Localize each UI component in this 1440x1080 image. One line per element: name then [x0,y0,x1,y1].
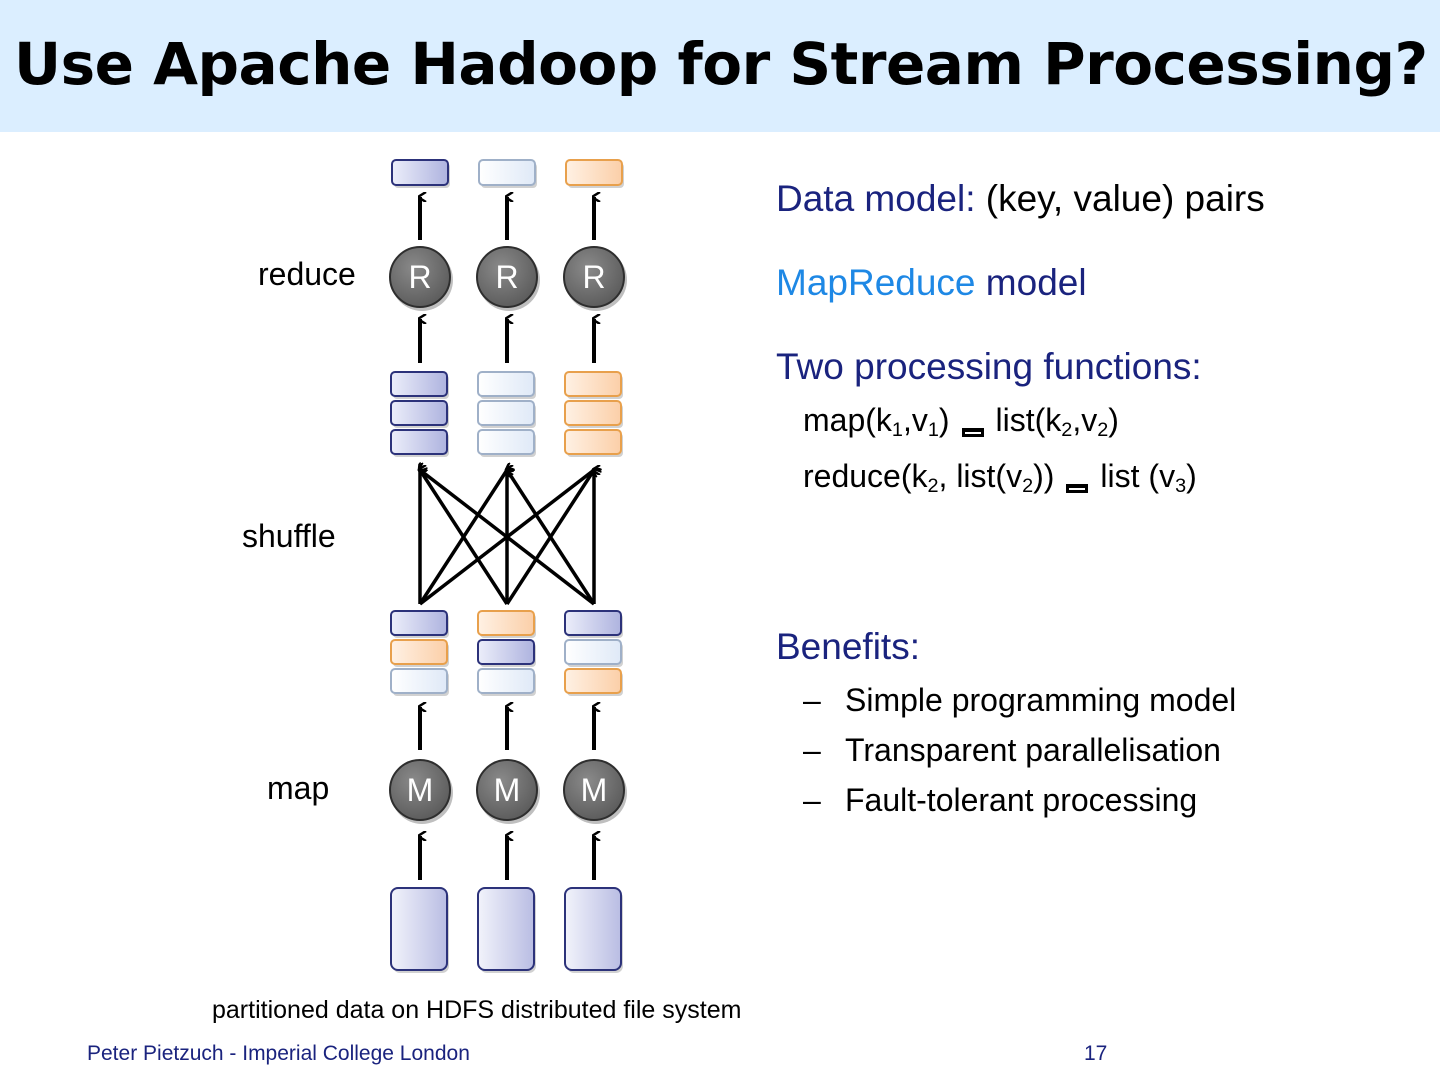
reduce-fn-output: list (v [1100,458,1176,494]
map-output-record [564,610,622,636]
hdfs-caption: partitioned data on HDFS distributed fil… [212,996,742,1024]
reduce-fn-part: )) [1033,458,1055,494]
map-output-record [390,668,448,694]
reducer-node [563,246,625,308]
map-output-record [477,668,535,694]
reducer-node [476,246,538,308]
maps-to-icon [961,428,984,437]
map-function: map(k1,v1)list(k2,v2) [803,402,1119,442]
map-fn-name: map(k [803,402,892,438]
reduce-fn-part: , list(v [938,458,1023,494]
reduce-input-record [477,429,535,455]
reduce-input-record [477,371,535,397]
mapper-node-label: M [581,772,608,808]
reduce-function: reduce(k2, list(v2))list (v3) [803,458,1197,498]
maps-to-icon [1066,484,1089,493]
bullet-dash: – [803,682,821,718]
reducer-node-label: R [582,259,605,295]
map-fn-output: list(k [995,402,1062,438]
mapreduce-rest: model [985,262,1087,303]
shuffle-edge [420,470,596,606]
map-fn-sub: 2 [1061,418,1073,441]
mapper-node-label: M [494,772,521,808]
benefits-heading: Benefits: [776,626,920,667]
reducer-node-label: R [495,259,518,295]
data-model-line: Data model: (key, value) pairs [776,178,1265,220]
reduce-output-record [478,159,536,186]
map-fn-part: ,v [1072,402,1098,438]
reduce-fn-part: ) [1186,458,1197,494]
mapper-node [476,759,538,821]
shuffle-edge [420,470,509,605]
shuffle-edge [507,470,596,605]
functions-heading: Two processing functions: [776,346,1202,387]
map-fn-part: ) [1108,402,1119,438]
map-fn-sub: 2 [1097,418,1109,441]
map-output-record [564,668,622,694]
reduce-output-record [391,159,449,186]
reduce-input-record [390,371,448,397]
bullet-dash: – [803,782,821,818]
reduce-fn-sub: 2 [927,474,939,497]
stage-label-reduce: reduce [258,256,356,292]
benefit-item: –Simple programming model [803,682,1236,719]
reduce-input-record [477,400,535,426]
bullet-dash: – [803,732,821,768]
title-bar: Use Apache Hadoop for Stream Processing? [0,0,1440,132]
map-output-record [477,639,535,665]
footer-author: Peter Pietzuch - Imperial College London [87,1042,470,1065]
map-output-record [390,610,448,636]
mapreduce-line: MapReduce model [776,262,1087,304]
hdfs-partition [564,887,622,971]
reduce-input-record [390,429,448,455]
mapper-node [389,759,451,821]
benefit-text: Transparent parallelisation [845,732,1221,768]
benefit-item: –Fault-tolerant processing [803,782,1197,819]
page-number: 17 [1084,1042,1108,1065]
map-fn-part: ) [938,402,950,438]
map-output-record [390,639,448,665]
stage-label-shuffle: shuffle [242,518,336,554]
mapreduce-accent: MapReduce [776,262,976,303]
hdfs-partition [390,887,448,971]
reduce-fn-sub: 2 [1022,474,1034,497]
hdfs-partition [477,887,535,971]
mapreduce-diagram: M M M R R R [389,159,627,973]
map-fn-sub: 1 [927,418,939,441]
reduce-input-record [390,400,448,426]
data-model-label: Data model: [776,178,976,219]
benefit-text: Fault-tolerant processing [845,782,1198,818]
reduce-output-record [565,159,623,186]
reduce-fn-sub: 3 [1175,474,1187,497]
reduce-input-record [564,371,622,397]
reducer-node-label: R [408,259,431,295]
reducer-node [389,246,451,308]
map-fn-part: ,v [902,402,928,438]
map-output-record [564,639,622,665]
stage-label-map: map [267,770,330,806]
reduce-fn-name: reduce(k [803,458,928,494]
reduce-input-record [564,400,622,426]
mapper-node-label: M [407,772,434,808]
benefit-item: –Transparent parallelisation [803,732,1221,769]
data-model-value: (key, value) pairs [985,178,1265,219]
map-output-record [477,610,535,636]
mapper-node [563,759,625,821]
benefit-text: Simple programming model [845,682,1237,718]
reduce-input-record [564,429,622,455]
map-fn-sub: 1 [891,418,903,441]
slide-title: Use Apache Hadoop for Stream Processing? [14,30,1428,98]
